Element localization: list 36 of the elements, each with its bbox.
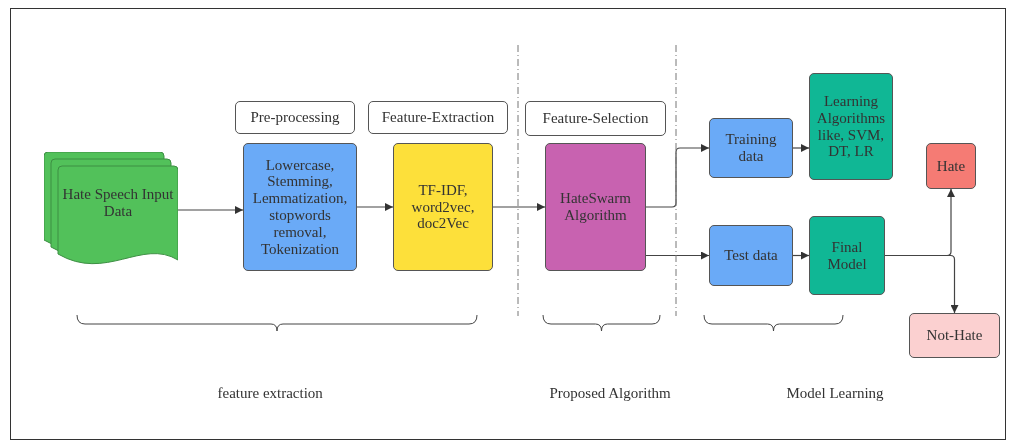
node-text: Feature-Extraction bbox=[380, 109, 496, 126]
node-text: Learning Algorithms like, SVM, DT, LR bbox=[815, 92, 887, 161]
arrow bbox=[884, 254, 959, 314]
node-text: Hate bbox=[935, 157, 967, 175]
model-box bbox=[809, 73, 893, 180]
arrow bbox=[492, 203, 546, 211]
arrow bbox=[792, 144, 810, 152]
node-text: Test data bbox=[723, 247, 779, 264]
process-box bbox=[393, 143, 493, 271]
node-text: Training data bbox=[724, 131, 778, 165]
node-text: Lowercase, Stemming, Lemmatization, stopwords removal, Tokenization bbox=[251, 156, 349, 258]
arrow bbox=[177, 206, 244, 214]
output-box bbox=[909, 313, 1000, 358]
section-label: Model Learning bbox=[786, 385, 884, 402]
node-text: TF-IDF, word2vec, doc2Vec bbox=[410, 181, 476, 233]
output-box bbox=[926, 143, 976, 189]
arrow bbox=[645, 251, 710, 260]
section-label: feature extraction bbox=[217, 385, 323, 402]
stage-label-box bbox=[235, 101, 355, 134]
arrow bbox=[645, 144, 710, 208]
node-text: Pre-processing bbox=[249, 109, 341, 126]
node-text: HateSwarm Algorithm bbox=[559, 190, 632, 224]
process-box bbox=[709, 225, 793, 286]
stage-label-box bbox=[525, 101, 666, 136]
algorithm-box bbox=[545, 143, 646, 271]
process-box bbox=[243, 143, 357, 271]
node-text: Hate Speech Input Data bbox=[61, 186, 175, 220]
section-label: Proposed Algorithm bbox=[549, 385, 671, 402]
node-text: Final Model bbox=[826, 238, 868, 273]
stage-label-box bbox=[368, 101, 508, 134]
node-text: Feature-Selection bbox=[541, 110, 650, 127]
arrow bbox=[792, 251, 810, 260]
model-box bbox=[809, 216, 885, 295]
process-box bbox=[709, 118, 793, 178]
node-text: Not-Hate bbox=[925, 327, 984, 344]
arrow bbox=[356, 203, 394, 211]
